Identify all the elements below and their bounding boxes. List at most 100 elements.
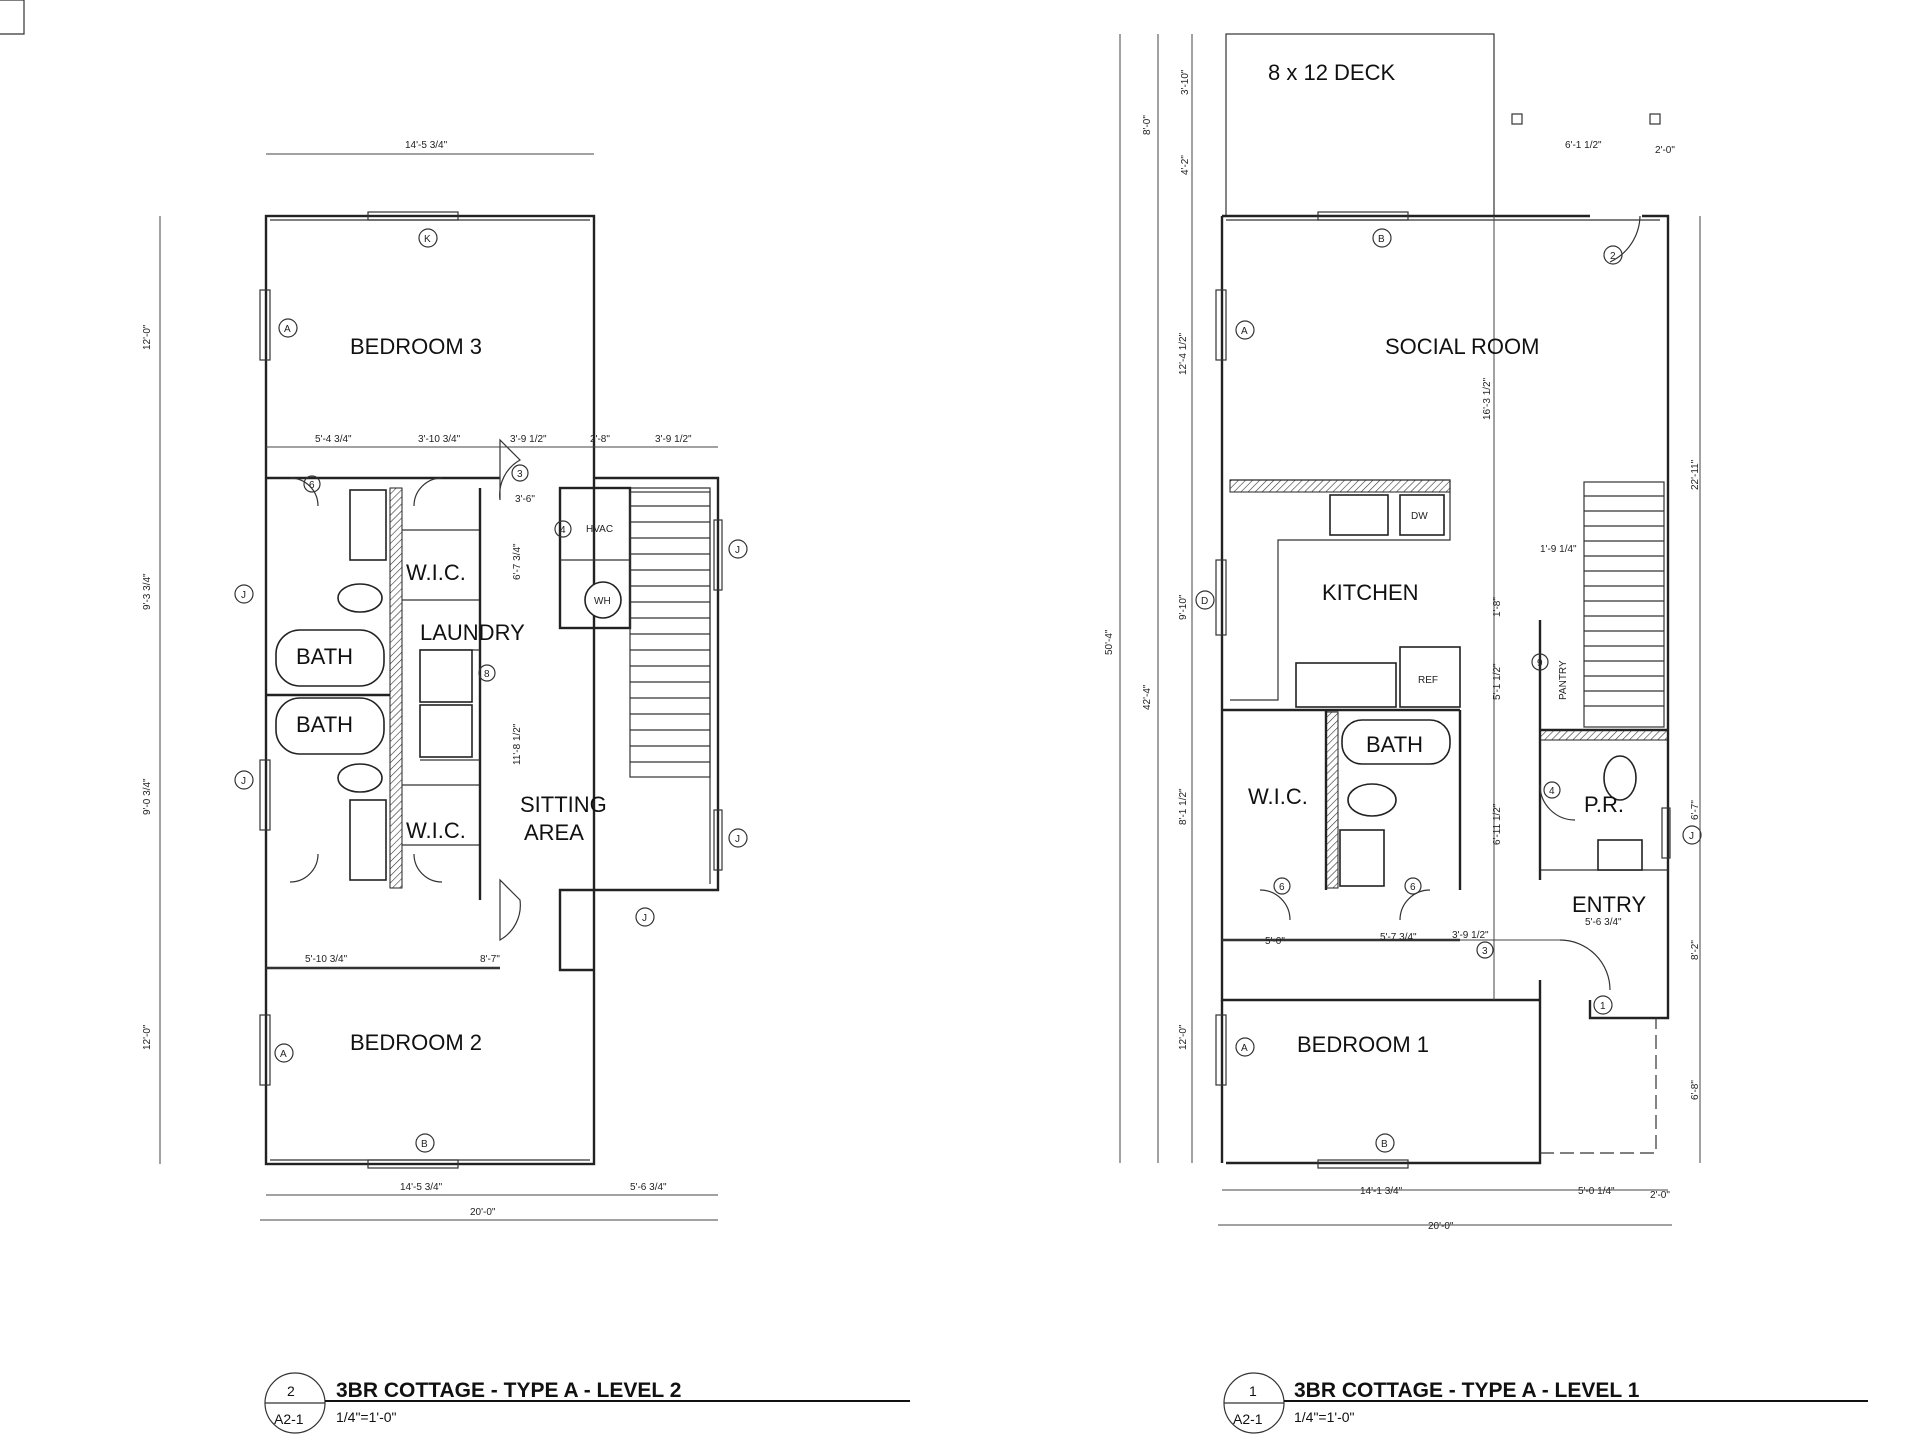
level2-tags: K A A J J J J J B 6 3 4 8 — [234, 228, 748, 1153]
level1-tag-9: 9 — [1537, 658, 1543, 669]
level2-tag-3: 3 — [517, 469, 523, 480]
level1-title-block — [1223, 1372, 1868, 1434]
level1-dim-deck2: 8'-0" — [1142, 115, 1153, 135]
level1-tag-2: 2 — [1610, 251, 1616, 262]
level1-dim-social-h2: 16'-3 1/2" — [1482, 377, 1493, 420]
level1-deck-label: 8 x 12 DECK — [1268, 60, 1395, 85]
corner-mark — [0, 0, 25, 35]
level2-tag-8: 8 — [484, 669, 490, 680]
level2-bathtub-bottom — [275, 697, 385, 755]
level1-dim-inner-h: 42'-4" — [1142, 684, 1153, 710]
level1-tag-a1: A — [1241, 326, 1248, 337]
level2-scale: 1/4"=1'-0" — [336, 1409, 397, 1425]
level2-detail-number: 2 — [287, 1383, 295, 1399]
level1-tag-6b: 6 — [1410, 882, 1416, 893]
level1-tag-j: J — [1689, 831, 1694, 842]
level2-bathtub-top — [275, 629, 385, 687]
level2-dim-bottom: 14'-5 3/4" — [400, 1182, 443, 1193]
level1-wic-label: W.I.C. — [1248, 784, 1308, 809]
level-1-plan — [1119, 33, 1701, 1226]
level1-tag-6a: 6 — [1279, 882, 1285, 893]
level1-dim-overall: 20'-0" — [1428, 1221, 1454, 1232]
level2-outer-wall — [264, 214, 596, 1166]
level2-bedroom2-label: BEDROOM 2 — [350, 1030, 482, 1055]
level1-scale: 1/4"=1'-0" — [1294, 1409, 1355, 1425]
level2-dim-row1: 5'-4 3/4" — [315, 434, 352, 445]
level2-dim-row5: 3'-9 1/2" — [655, 434, 692, 445]
level2-dim-left4: 12'-0" — [142, 1024, 153, 1050]
level1-tag-b2: B — [1381, 1139, 1388, 1150]
level1-bath-label: BATH — [1366, 732, 1423, 757]
refrigerator — [1399, 646, 1461, 708]
level1-bedroom1-label: BEDROOM 1 — [1297, 1032, 1429, 1057]
level1-title: 3BR COTTAGE - TYPE A - LEVEL 1 — [1294, 1379, 1640, 1402]
level1-tag-d: D — [1201, 596, 1208, 607]
level1-dim-b2: 5'-7 3/4" — [1380, 932, 1417, 943]
level1-dim-r2: 1'-9 1/4" — [1540, 544, 1577, 555]
level2-wic-bottom-label: W.I.C. — [406, 818, 466, 843]
level2-tag-j2: J — [241, 776, 246, 787]
level1-dim-r7: 6'-8" — [1690, 1080, 1701, 1100]
level2-dim-left2: 9'-3 3/4" — [142, 573, 153, 610]
level2-tag-4: 4 — [560, 525, 566, 536]
level2-plumbing-wall — [389, 487, 403, 889]
level2-sheet-number: A2-1 — [274, 1411, 304, 1427]
level2-dim-row2: 3'-10 3/4" — [418, 434, 461, 445]
level1-dim-right-h: 22'-11" — [1690, 459, 1701, 490]
level1-entry-label: ENTRY — [1572, 892, 1646, 917]
level1-dw-label: DW — [1411, 511, 1428, 522]
level1-dim-bot1: 14'-1 3/4" — [1360, 1186, 1403, 1197]
level2-tag-k: K — [424, 234, 431, 245]
level2-dim-overall: 20'-0" — [470, 1207, 496, 1218]
level2-bedroom3-label: BEDROOM 3 — [350, 334, 482, 359]
level2-tag-j1: J — [241, 590, 246, 601]
level-2-plan — [159, 153, 723, 1221]
level1-dim-r5: 6'-7" — [1690, 800, 1701, 820]
level2-dim-mid1: 5'-10 3/4" — [305, 954, 348, 965]
level2-dim-v2: 11'-8 1/2" — [512, 723, 523, 765]
level2-sitting-label: SITTING — [520, 792, 607, 817]
level1-dim-bot2: 5'-0 1/4" — [1578, 1186, 1615, 1197]
level1-dim-bed-h: 12'-0" — [1178, 1024, 1189, 1050]
level2-dim-bottom-right: 5'-6 3/4" — [630, 1182, 667, 1193]
level2-hvac-label: HVAC — [586, 524, 613, 535]
level1-ref-label: REF — [1418, 675, 1438, 686]
level2-dim-row6: 3'-6" — [515, 494, 535, 505]
level1-dim-porch2: 2'-0" — [1655, 145, 1675, 156]
level1-tag-1: 1 — [1600, 1001, 1606, 1012]
level2-bath-bottom-label: BATH — [296, 712, 353, 737]
level2-dim-left3: 9'-0 3/4" — [142, 778, 153, 815]
level1-dim-deck3: 4'-2" — [1180, 155, 1191, 175]
level1-dim-b3: 3'-9 1/2" — [1452, 930, 1489, 941]
level2-dim-left1: 12'-0" — [142, 324, 153, 350]
level1-dim-deck1: 3'-10" — [1180, 69, 1191, 95]
level2-dim-row4: 2'-8" — [590, 434, 610, 445]
level2-tag-j4: J — [735, 834, 740, 845]
level2-dim-mid2: 8'-7" — [480, 954, 500, 965]
level2-tag-6: 6 — [309, 480, 315, 491]
level2-stairs — [629, 491, 711, 778]
level2-dim-v1: 6'-7 3/4" — [512, 543, 523, 580]
level2-laundry-label: LAUNDRY — [420, 620, 525, 645]
level1-tag-3: 3 — [1482, 946, 1488, 957]
level2-area-label: AREA — [524, 820, 584, 845]
level1-dim-b4: 5'-6 3/4" — [1585, 917, 1622, 928]
level1-tag-4: 4 — [1549, 786, 1555, 797]
level2-wic-top-label: W.I.C. — [406, 560, 466, 585]
level1-social-room-label: SOCIAL ROOM — [1385, 334, 1539, 359]
level1-tags: B B A A D J 1 2 3 4 6 6 9 — [1195, 228, 1702, 1153]
level1-detail-number: 1 — [1249, 1383, 1257, 1399]
level1-dim-r1: 1'-8" — [1492, 597, 1503, 617]
level1-kitchen-label: KITCHEN — [1322, 580, 1419, 605]
level1-sheet-number: A2-1 — [1233, 1411, 1263, 1427]
level1-tag-b1: B — [1378, 234, 1385, 245]
level1-pantry-label: PANTRY — [1558, 660, 1569, 700]
level2-tag-j5: J — [642, 913, 647, 924]
level2-tag-a1: A — [284, 324, 291, 335]
level1-stairs — [1583, 481, 1665, 728]
level1-dim-social-h: 12'-4 1/2" — [1178, 332, 1189, 375]
level1-dim-r4: 6'-11 1/2" — [1492, 803, 1503, 845]
level1-dim-r3: 5'-1 1/2" — [1492, 663, 1503, 700]
level1-bathtub — [1341, 719, 1451, 765]
